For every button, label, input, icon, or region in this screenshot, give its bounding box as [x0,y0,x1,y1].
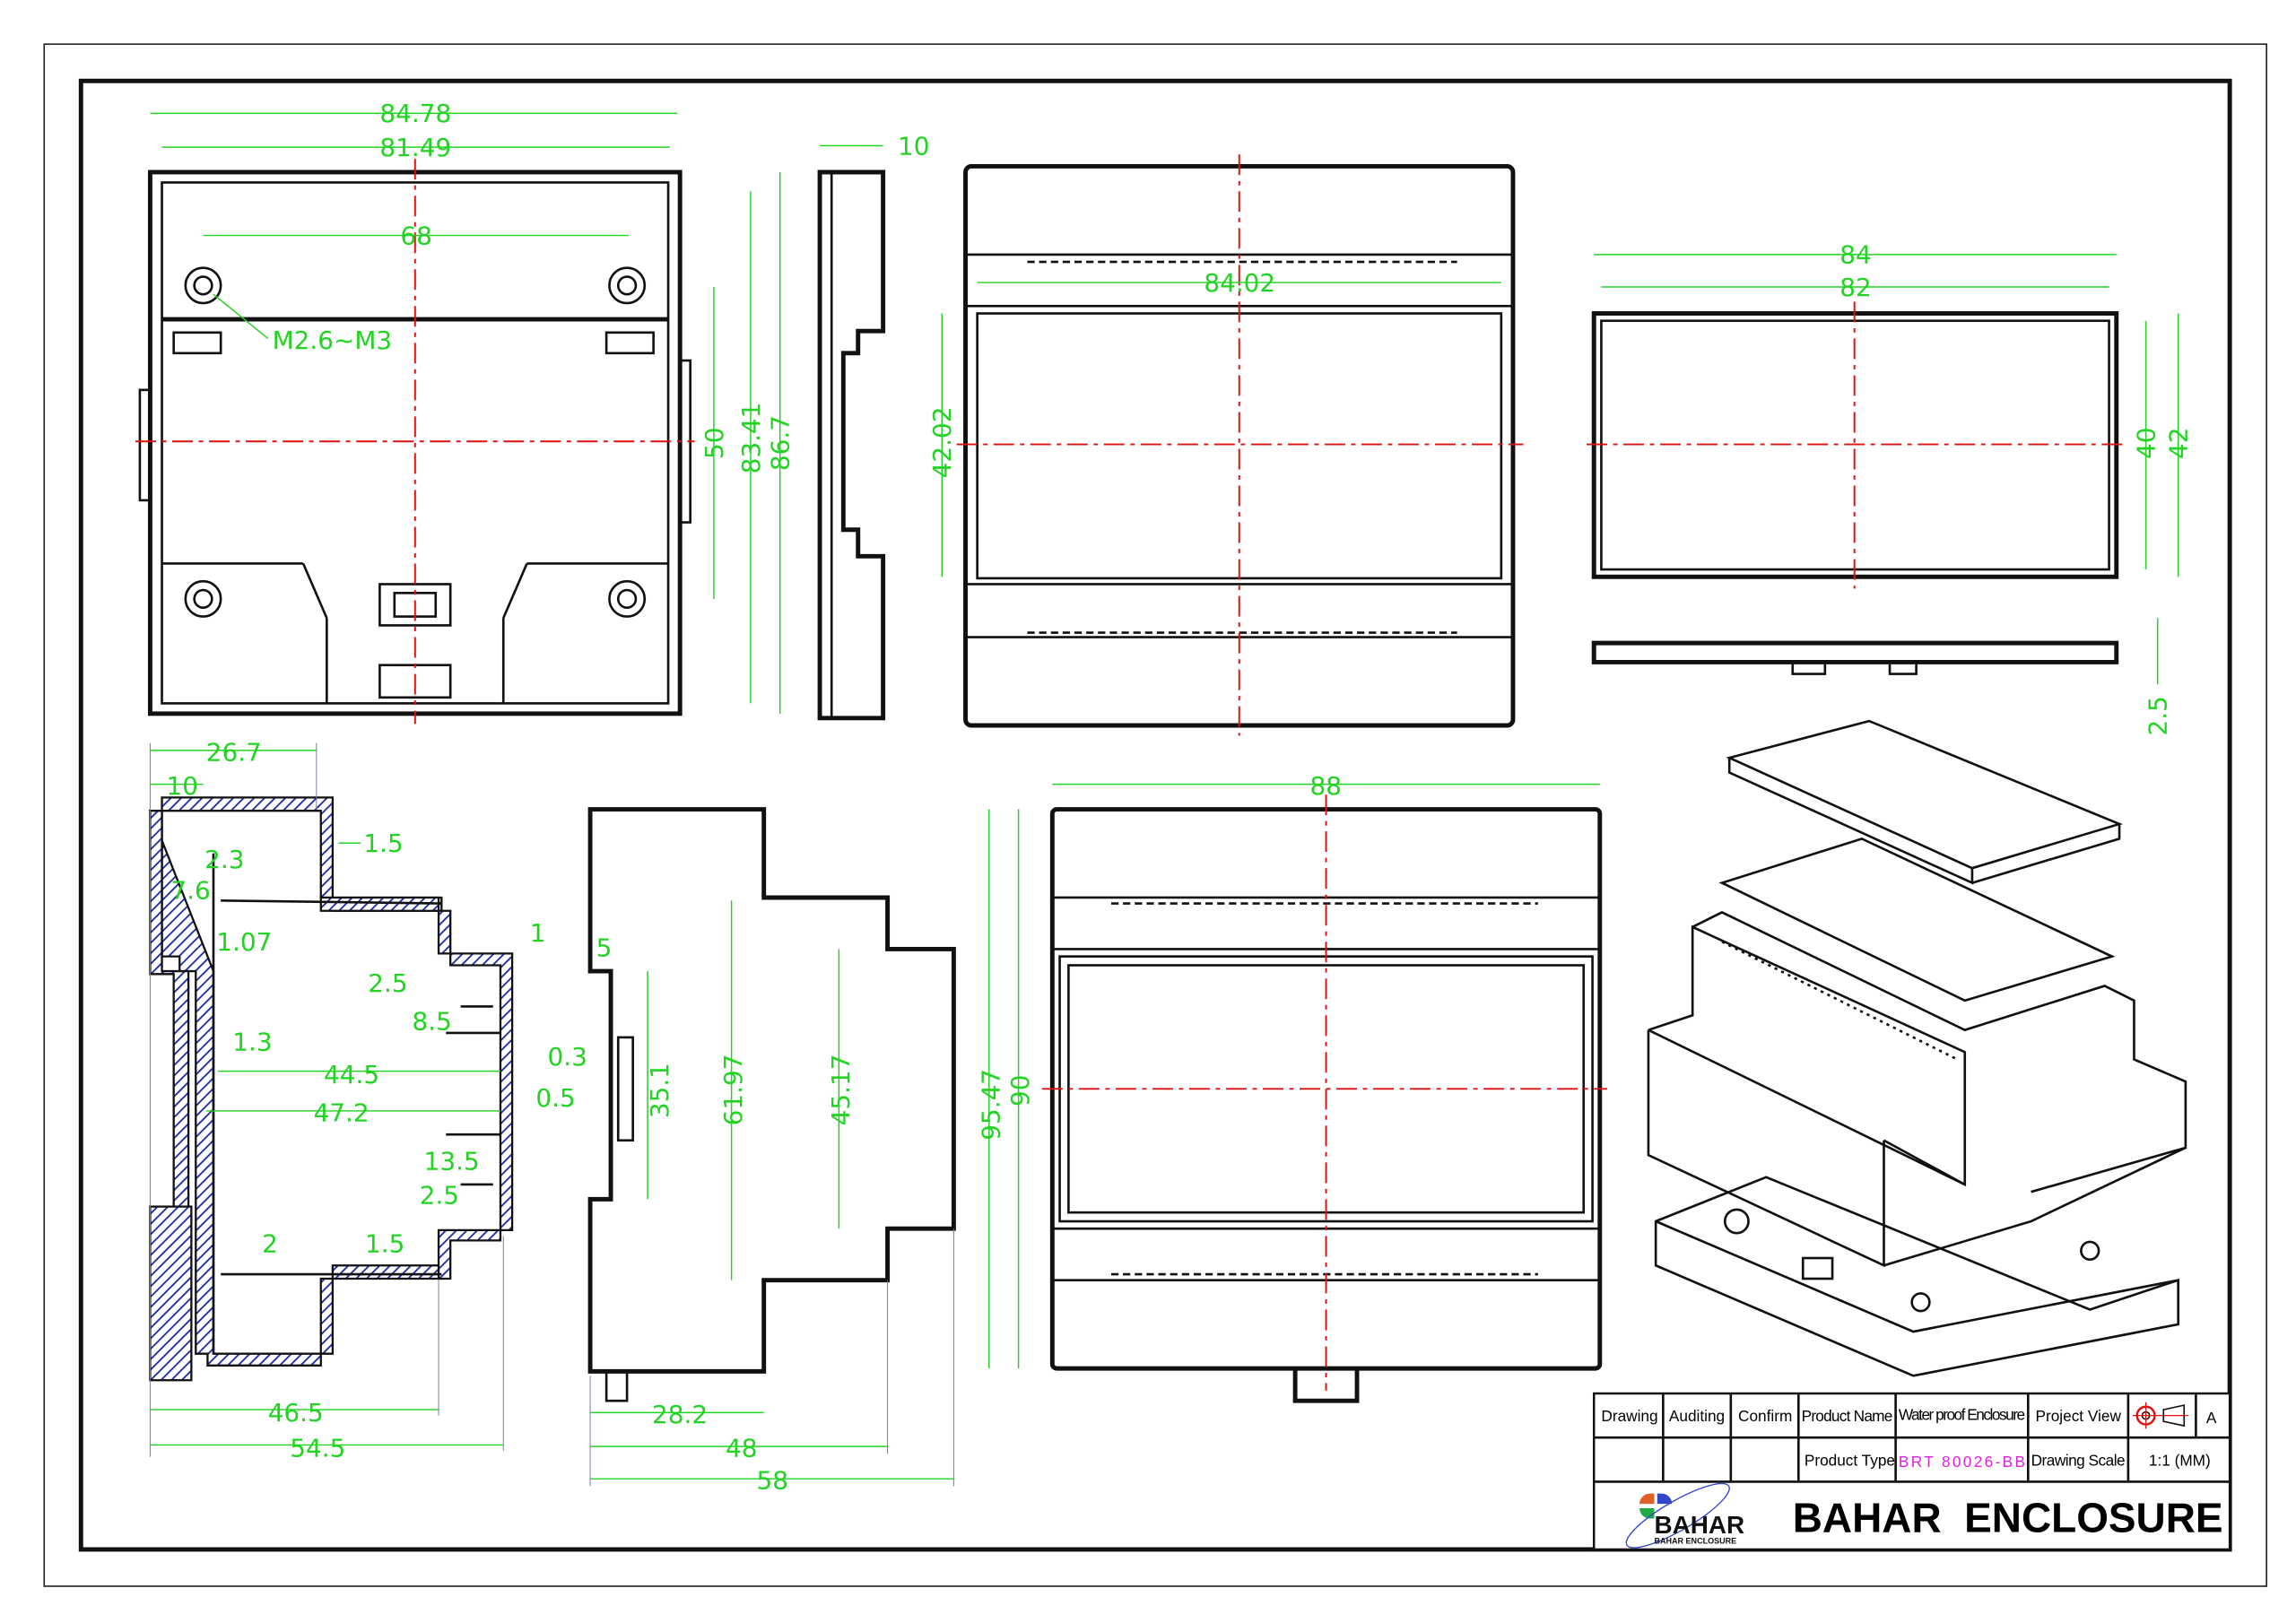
confirm-label: Confirm [1738,1407,1792,1425]
dim-2-3: 2.3 [204,845,244,874]
dim-50: 50 [700,428,729,459]
drawing-scale-label: Drawing Scale [2031,1451,2126,1469]
dim-26-7: 26.7 [206,737,262,767]
dim-82: 82 [1839,273,1871,302]
company-name: BAHAR ENCLOSURE [1793,1494,2223,1541]
dim-28-2: 28.2 [652,1400,708,1429]
dim-54-5: 54.5 [290,1434,345,1463]
dim-47-2: 47.2 [314,1098,370,1127]
dim-42-02: 42.02 [927,407,957,479]
dim-83-41: 83.41 [736,403,766,474]
front-open-view: 84.02 42.02 [927,154,1524,736]
profile-view: 5 35.1 61.97 45.17 28.2 48 58 [587,807,956,1496]
dim-81-49: 81.49 [379,133,451,162]
dim-10: 10 [898,131,929,161]
dim-58: 58 [756,1466,787,1496]
dim-84-02: 84.02 [1204,268,1275,298]
bahar-logo: BAHAR BAHAR ENCLOSURE [1625,1482,1744,1549]
section-view: 26.7 10 1.5 2.3 7.6 1.07 1 2.5 8.5 1.3 0… [148,737,587,1463]
dim-84-78: 84.78 [379,99,451,128]
top-view: 84.78 81.49 68 M2.6~M3 50 83.41 86.7 [135,99,796,725]
dim-5: 5 [596,933,613,963]
dim-1-3: 1.3 [232,1028,272,1057]
dim-8-5: 8.5 [413,1007,452,1037]
auditing-label: Auditing [1669,1407,1725,1425]
dim-2-5: 2.5 [368,968,407,998]
svg-text:BAHAR: BAHAR [1654,1511,1744,1539]
front-view: 88 95.47 90 [976,771,1607,1403]
dim-86-7: 86.7 [766,415,796,471]
dim-68: 68 [400,221,431,250]
dim-90: 90 [1005,1075,1035,1107]
dim-46-5: 46.5 [268,1398,324,1428]
dim-1-5: 1.5 [363,829,403,858]
isometric-view [1647,719,2187,1377]
dim-10: 10 [166,771,197,801]
svg-text:BAHAR ENCLOSURE: BAHAR ENCLOSURE [1654,1536,1736,1545]
screw-hole-icon [608,579,647,618]
dim-7-6: 7.6 [170,876,210,906]
product-name-label: Product Name [1802,1407,1893,1425]
inner-frame [78,78,2232,1552]
drawing-scale-value: 1:1 (MM) [2149,1451,2211,1469]
dim-61-97: 61.97 [718,1055,748,1126]
drawing-label: Drawing [1601,1407,1657,1425]
dim-2-5: 2.5 [420,1180,459,1210]
side-view: 10 [817,131,930,721]
dim-95-47: 95.47 [976,1069,1005,1141]
product-type-label: Product Type [1805,1451,1895,1469]
dim-48: 48 [726,1434,757,1463]
dim-2: 2 [262,1228,278,1258]
dim-40: 40 [2131,428,2161,459]
dim-1-07: 1.07 [216,927,272,957]
dim-42: 42 [2164,428,2194,459]
dim-2-5: 2.5 [2144,696,2173,735]
title-block: Drawing Auditing Confirm Product Name Wa… [1592,1392,2231,1551]
dim-0-3: 0.3 [547,1042,587,1072]
thread-label: M2.6~M3 [273,325,393,355]
dim-1: 1 [530,918,546,948]
dim-13-5: 13.5 [424,1147,480,1176]
dim-35-1: 35.1 [645,1063,674,1118]
dim-44-5: 44.5 [324,1060,379,1089]
project-view-label: Project View [2036,1407,2122,1425]
outer-frame [43,43,2267,1587]
screw-hole-icon [184,266,222,305]
dim-84: 84 [1839,240,1871,270]
product-name-value: Water proof Enclosure [1899,1406,2025,1424]
dim-0-5: 0.5 [535,1083,575,1113]
dim-45-17: 45.17 [826,1055,856,1126]
screw-hole-icon [608,266,647,305]
projection-symbol-icon [2132,1402,2189,1429]
dim-88: 88 [1310,771,1342,801]
dim-1-5: 1.5 [365,1228,404,1258]
lid-view: 84 82 40 42 2.5 [1587,240,2194,735]
sheet-size: A [2206,1409,2217,1427]
screw-hole-icon [184,579,222,618]
